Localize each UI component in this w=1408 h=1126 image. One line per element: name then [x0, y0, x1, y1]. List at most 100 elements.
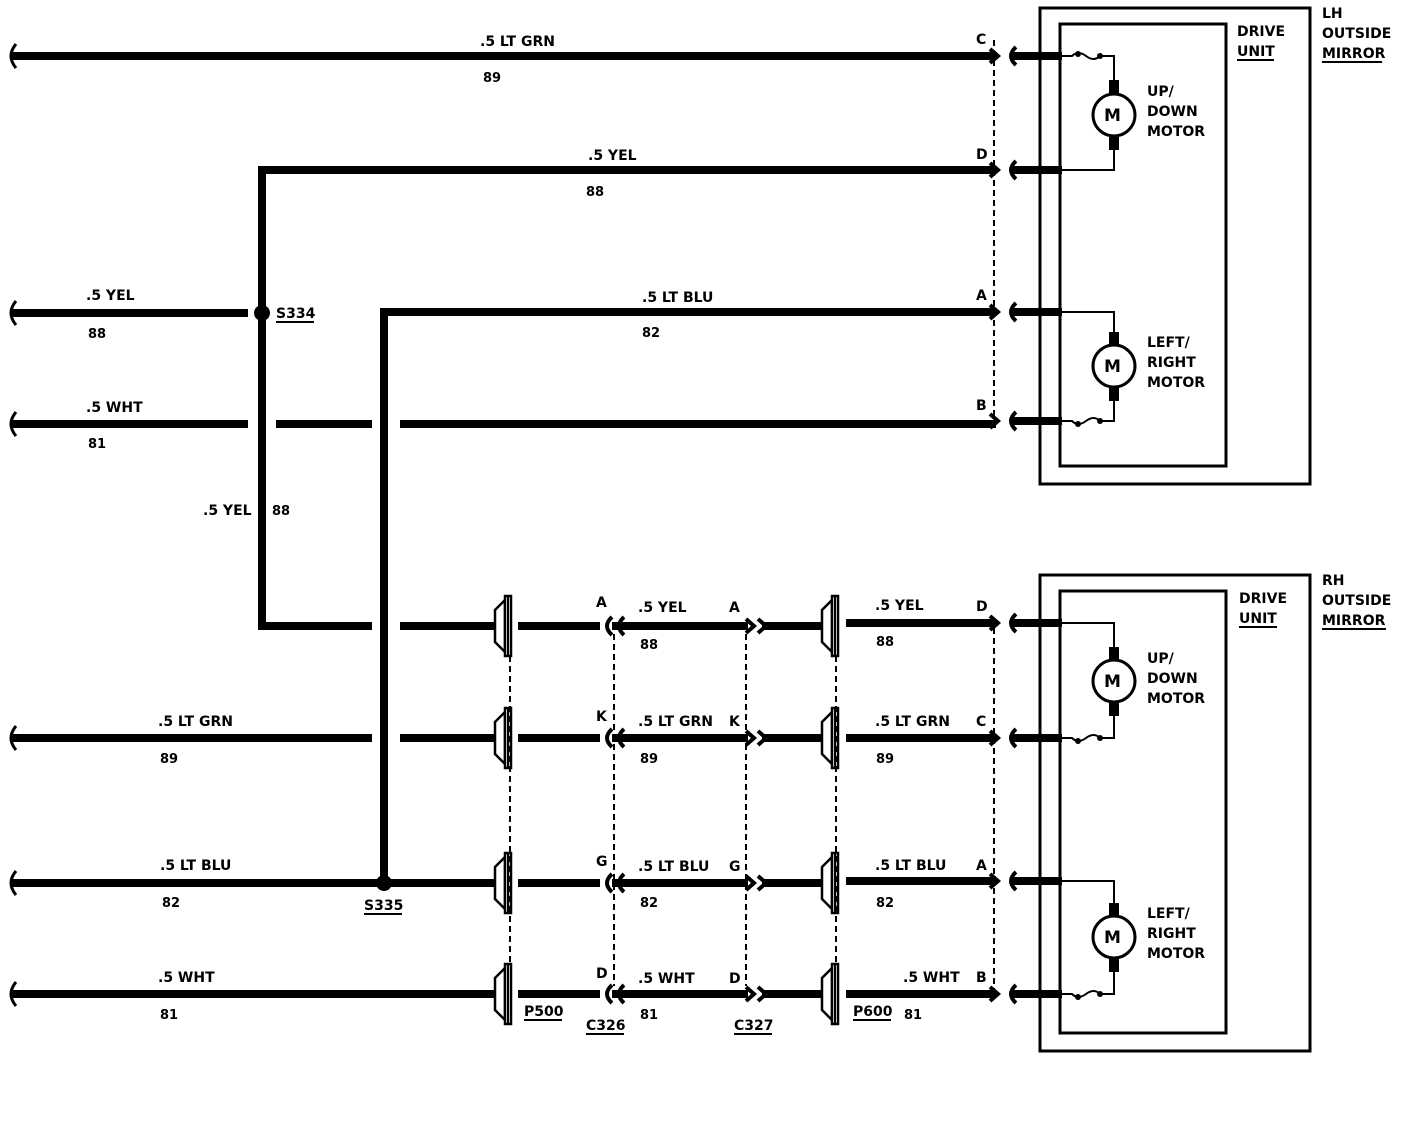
wire-circuit-lh-ltgrn: 89: [483, 71, 501, 86]
wire-label-mid-wht: .5 WHT: [638, 971, 695, 987]
wire-label-input-wht-2: .5 WHT: [158, 970, 215, 986]
connector-p600-label: P600: [853, 1004, 893, 1020]
lh-pin-c: C: [976, 32, 986, 48]
splice-s335-label: S335: [364, 898, 403, 914]
wire-label-mid-yel: .5 YEL: [638, 600, 687, 616]
wire-circuit-vertical-yel: 88: [272, 504, 290, 519]
rh-pin-b: B: [976, 970, 987, 986]
wire-label-lh-yel: .5 YEL: [588, 148, 637, 164]
c327-pin-k: K: [729, 714, 741, 730]
connector-c327-label: C327: [734, 1018, 774, 1034]
wire-circuit-rh-wht: 81: [904, 1008, 922, 1023]
lh-drive-unit-label-2: UNIT: [1237, 44, 1275, 60]
lh-pin-stubs: [1012, 52, 1062, 425]
wire-label-mid-ltgrn: .5 LT GRN: [638, 714, 713, 730]
wire-lh-ltblu: [380, 308, 996, 883]
rh-updown-motor-label-1: UP/: [1147, 651, 1175, 667]
wire-lh-yel: [258, 166, 996, 630]
rh-mirror-title-3: MIRROR: [1322, 613, 1386, 629]
wire-label-input-ltgrn: .5 LT GRN: [158, 714, 233, 730]
lh-internal-contacts: [1075, 51, 1103, 427]
lh-leftright-motor-label-2: RIGHT: [1147, 355, 1196, 371]
wire-label-lh-ltgrn: .5 LT GRN: [480, 34, 555, 50]
lh-pin-a: A: [976, 288, 987, 304]
wire-bundle: [12, 52, 996, 998]
wire-label-rh-ltgrn: .5 LT GRN: [875, 714, 950, 730]
connector-p500-label: P500: [524, 1004, 564, 1020]
lh-updown-motor-label-3: MOTOR: [1147, 124, 1205, 140]
wire-label-rh-wht: .5 WHT: [903, 970, 960, 986]
lh-updown-motor-label-2: DOWN: [1147, 104, 1198, 120]
wire-circuit-input-ltblu: 82: [162, 896, 180, 911]
wire-circuit-mid-wht: 81: [640, 1008, 658, 1023]
wire-circuit-input-ltgrn: 89: [160, 752, 178, 767]
wire-circuit-mid-ltgrn: 89: [640, 752, 658, 767]
wire-circuit-input-wht: 81: [88, 437, 106, 452]
rh-drive-unit-label-2: UNIT: [1239, 611, 1277, 627]
lh-leftright-motor-brush-bottom: [1109, 387, 1119, 401]
c327-pin-a: A: [729, 600, 740, 616]
rh-mirror-box: [1038, 573, 1312, 1053]
lh-pin-d: D: [976, 147, 988, 163]
c327-pin-g: G: [729, 859, 741, 875]
rh-mirror-title-1: RH: [1322, 573, 1345, 589]
splice-s334: [254, 305, 270, 321]
wire-label-rh-ltblu: .5 LT BLU: [875, 858, 946, 874]
connector-c327: [744, 617, 768, 1003]
lh-drive-unit-label-1: DRIVE: [1237, 24, 1285, 40]
rh-drive-unit-box: [1058, 589, 1228, 1035]
rh-mirror-title-2: OUTSIDE: [1322, 593, 1391, 609]
wire-label-mid-ltblu: .5 LT BLU: [638, 859, 709, 875]
wire-label-vertical-yel: .5 YEL: [203, 503, 252, 519]
lh-pin-b: B: [976, 398, 987, 414]
connector-c326-label: C326: [586, 1018, 626, 1034]
wire-label-input-wht: .5 WHT: [86, 400, 143, 416]
lh-leftright-motor-brush-top: [1109, 332, 1119, 346]
wire-label-input-yel: .5 YEL: [86, 288, 135, 304]
c327-pin-d: D: [729, 971, 741, 987]
lh-mirror: LH OUTSIDE MIRROR DRIVE UNIT M UP/ DOWN …: [976, 6, 1391, 486]
rh-pin-stubs: [1012, 619, 1062, 998]
rh-leftright-motor-label-2: RIGHT: [1147, 926, 1196, 942]
lh-leftright-motor-label-1: LEFT/: [1147, 335, 1191, 351]
connector-c326: [605, 615, 626, 1005]
rh-leftright-motor-symbol: M: [1104, 928, 1121, 948]
wire-label-input-ltblu: .5 LT BLU: [160, 858, 231, 874]
rh-pin-a: A: [976, 858, 987, 874]
rh-internal-contacts: [1075, 735, 1103, 1000]
lh-mirror-title-1: LH: [1322, 6, 1343, 22]
rh-mirror: RH OUTSIDE MIRROR DRIVE UNIT M UP/ DOWN …: [976, 573, 1391, 1053]
wire-circuit-mid-yel: 88: [640, 638, 658, 653]
c326-pin-g: G: [596, 854, 608, 870]
splice-s334-label: S334: [276, 306, 316, 322]
wire-circuit-lh-ltblu: 82: [642, 326, 660, 341]
lh-mirror-title-3: MIRROR: [1322, 46, 1386, 62]
wire-circuit-rh-ltblu: 82: [876, 896, 894, 911]
connector-p500: [493, 594, 513, 1026]
wire-circuit-mid-ltblu: 82: [640, 896, 658, 911]
c326-pin-d: D: [596, 966, 608, 982]
lh-mirror-box: [1038, 6, 1312, 486]
rh-pin-d: D: [976, 599, 988, 615]
wire-circuit-rh-yel: 88: [876, 635, 894, 650]
rh-leftright-motor-brush-bottom: [1109, 958, 1119, 972]
lh-mirror-title-2: OUTSIDE: [1322, 26, 1391, 42]
wire-label-lh-ltblu: .5 LT BLU: [642, 290, 713, 306]
rh-leftright-motor-label-1: LEFT/: [1147, 906, 1191, 922]
lh-updown-motor-label-1: UP/: [1147, 84, 1175, 100]
rh-updown-motor-brush-top: [1109, 647, 1119, 661]
rh-updown-motor-label-2: DOWN: [1147, 671, 1198, 687]
wire-circuit-input-yel: 88: [88, 327, 106, 342]
lh-updown-motor-brush-top: [1109, 80, 1119, 94]
wire-label-rh-yel: .5 YEL: [875, 598, 924, 614]
rh-drive-unit-label-1: DRIVE: [1239, 591, 1287, 607]
lh-leftright-motor-label-3: MOTOR: [1147, 375, 1205, 391]
lh-drive-unit-box: [1058, 22, 1228, 468]
c326-pin-a: A: [596, 595, 607, 611]
wire-circuit-rh-ltgrn: 89: [876, 752, 894, 767]
connector-p600: [820, 594, 840, 1026]
lh-updown-motor-symbol: M: [1104, 106, 1121, 126]
c326-pin-k: K: [596, 709, 608, 725]
wire-circuit-lh-yel: 88: [586, 185, 604, 200]
rh-updown-motor-label-3: MOTOR: [1147, 691, 1205, 707]
